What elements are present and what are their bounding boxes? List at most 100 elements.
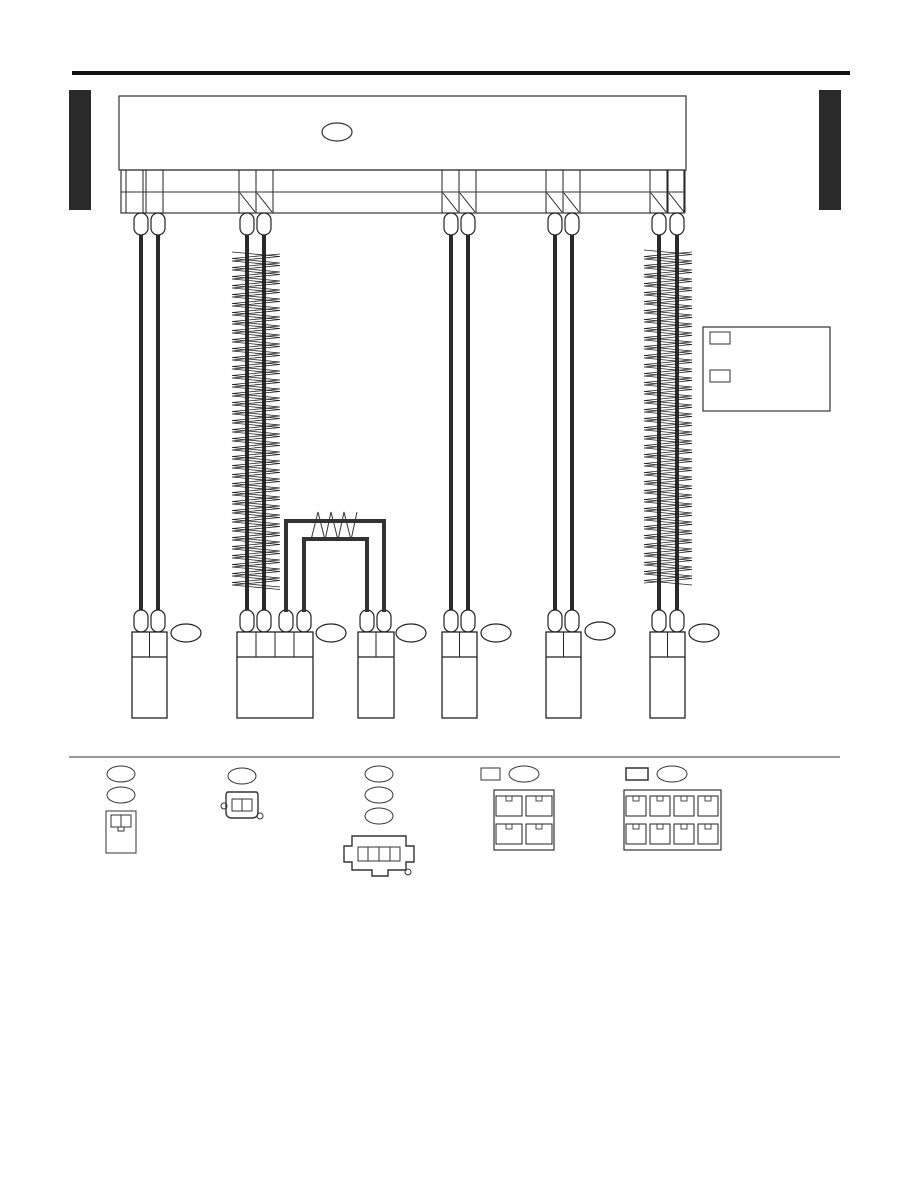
connector-view-ecm-b [623, 765, 722, 851]
ecm-pin-slash [650, 192, 667, 213]
wire-terminal-top [460, 212, 476, 236]
legend-item-1-box [709, 369, 731, 383]
twisted-pair-inner [302, 537, 369, 612]
connector-cell [697, 823, 719, 845]
wire-terminal-bottom [460, 609, 476, 633]
connector-cell-lock [656, 823, 664, 830]
connector-cell-lock [704, 795, 712, 802]
harness-connector-bubble [170, 623, 202, 643]
wire-terminal-top [150, 212, 166, 236]
wire-terminal-bottom [256, 609, 272, 633]
ecm-body [118, 95, 687, 171]
connector-cell [625, 823, 647, 845]
shield-braid [231, 251, 281, 590]
connector-view-2pin-block [105, 765, 137, 854]
shield-braid [643, 249, 693, 584]
view-1-body [225, 791, 259, 819]
view-4-cells [625, 795, 719, 845]
view-0-latch [117, 826, 125, 832]
wire-terminal-top [564, 212, 580, 236]
ecm-pin-slash [563, 192, 580, 213]
ecm-bubble [321, 122, 353, 142]
wire-terminal-bottom [651, 609, 667, 633]
wire-terminal-bottom [564, 609, 580, 633]
connector-cell-lock [505, 795, 513, 802]
wire-terminal-bottom [443, 609, 459, 633]
connector-cell [495, 823, 523, 845]
wire-terminal-bottom [296, 609, 312, 633]
view-2-bubble-c [364, 807, 394, 825]
wire-terminal-bottom [239, 609, 255, 633]
wire-terminal-top [133, 212, 149, 236]
wire-terminal-top [239, 212, 255, 236]
section-tab-left [69, 90, 91, 210]
connector-cell [649, 823, 671, 845]
legend-box [702, 326, 831, 412]
wire-terminal-bottom [669, 609, 685, 633]
view-2-body [343, 835, 415, 877]
ecm-pin-slash [442, 192, 459, 213]
ecm-pin-slash [668, 192, 685, 213]
legend-item-0-box [709, 331, 731, 345]
wire-terminal-bottom [278, 609, 294, 633]
connector-cell-lock [680, 795, 688, 802]
connector-view-ecm-a [480, 765, 555, 851]
shield-braids [231, 249, 693, 590]
twisted-pair-outer [284, 519, 386, 612]
header-rule [72, 71, 850, 75]
ecm-pin-slash [546, 192, 563, 213]
connector-cell-lock [656, 795, 664, 802]
harness-connectors [131, 621, 720, 719]
connector-view-4pin [343, 765, 415, 877]
view-1-ear-right [256, 812, 264, 820]
connector-cell [673, 795, 695, 817]
connector-cell [649, 795, 671, 817]
harness-connector-bubble [688, 623, 720, 643]
view-4-body [623, 789, 722, 851]
connector-cell-lock [632, 795, 640, 802]
wire-terminal-top [547, 212, 563, 236]
connector-cell [525, 823, 553, 845]
wire-terminal-bottom [133, 609, 149, 633]
ecm-pin-slash [256, 192, 273, 213]
ecm-unit [118, 95, 687, 214]
connector-cell-lock [680, 823, 688, 830]
view-4-bubble [656, 765, 688, 783]
ecm-pin-slash [239, 192, 256, 213]
connector-cell [625, 795, 647, 817]
connector-cell-lock [535, 795, 543, 802]
wire-terminal-bottom [376, 609, 392, 633]
wire-terminal-top [651, 212, 667, 236]
view-4-tag [625, 767, 649, 781]
harness-connector-bubble [315, 623, 347, 643]
view-3-bubble [508, 765, 540, 783]
view-0-bubble-a [106, 765, 136, 783]
wire-terminal-top [443, 212, 459, 236]
wire-terminal-top [256, 212, 272, 236]
harness-connector-bubble [584, 621, 616, 641]
twisted-pair [284, 511, 386, 612]
ecm-pins [125, 170, 686, 213]
view-0-bubble-b [106, 786, 136, 804]
wire-terminal-top [669, 212, 685, 236]
shield-braid [231, 253, 281, 588]
view-3-tag [480, 767, 501, 781]
wire-terminal-bottom [150, 609, 166, 633]
section-tab-right [819, 90, 841, 210]
view-0-body [105, 810, 137, 854]
connector-cell [697, 795, 719, 817]
harness-connector-bubble [480, 623, 512, 643]
view-2-bubble-a [364, 765, 394, 783]
connector-cell [525, 795, 553, 817]
view-1-bubble [227, 767, 257, 785]
connector-cell [495, 795, 523, 817]
connector-cell [673, 823, 695, 845]
connector-view-2pin-round [220, 767, 264, 820]
connector-cell-lock [505, 823, 513, 830]
harness-connector-bubble [395, 623, 427, 643]
view-1-ear-left [220, 802, 228, 810]
connector-cell-lock [704, 823, 712, 830]
connector-views [105, 765, 722, 877]
connector-cell-lock [632, 823, 640, 830]
twist-marks [310, 511, 358, 541]
